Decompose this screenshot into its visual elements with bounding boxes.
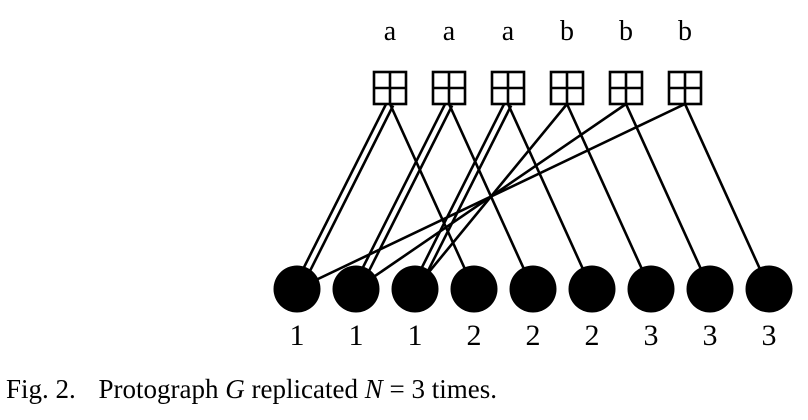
- check-node-label: a: [384, 16, 397, 47]
- check-node: [549, 70, 585, 106]
- variable-node-label: 2: [526, 319, 541, 352]
- variable-node: [627, 265, 675, 313]
- variable-node-label: 3: [762, 319, 777, 352]
- edge-check1-var4: [388, 103, 476, 290]
- edge-check3-var3: [410, 101, 507, 289]
- variable-node: [745, 265, 793, 313]
- check-node: [490, 70, 526, 106]
- edge-check3-var6: [506, 103, 594, 290]
- variable-node-label: 1: [408, 319, 423, 352]
- figure-caption: Fig. 2. Protograph G replicated N = 3 ti…: [6, 374, 497, 405]
- caption-symbol-n: N: [364, 374, 383, 404]
- check-node: [667, 70, 703, 106]
- variable-node: [450, 265, 498, 313]
- caption-symbol-g: G: [225, 374, 245, 404]
- caption-text-after: times.: [431, 374, 497, 404]
- variable-node-label: 3: [644, 319, 659, 352]
- caption-text-before: Protograph: [98, 374, 219, 404]
- variable-node: [509, 265, 557, 313]
- check-node-label: b: [619, 16, 633, 47]
- variable-node: [568, 265, 616, 313]
- edge-check2-var2: [351, 101, 448, 289]
- check-node-label: a: [443, 16, 456, 47]
- variable-nodes-layer: [273, 265, 793, 313]
- check-node: [608, 70, 644, 106]
- check-nodes-layer: [372, 70, 703, 106]
- variable-node-label: 1: [349, 319, 364, 352]
- edge-check5-var8: [624, 103, 712, 290]
- variable-node: [332, 265, 380, 313]
- edge-check2-var2: [357, 104, 454, 292]
- variable-node-labels: 1 1 1 2 2 2 3 3 3: [290, 319, 777, 352]
- caption-label: Fig. 2.: [6, 374, 76, 404]
- edge-check1-var1: [298, 104, 395, 292]
- check-node-label: b: [678, 16, 692, 47]
- caption-text-middle: replicated: [251, 374, 358, 404]
- edge-check6-var1: [296, 102, 686, 291]
- check-node-label: b: [560, 16, 574, 47]
- variable-node: [273, 265, 321, 313]
- protograph-figure: a a a b b b 1 1 1 2 2 2 3 3 3: [273, 16, 793, 352]
- variable-node-label: 1: [290, 319, 305, 352]
- variable-node: [391, 265, 439, 313]
- check-node: [372, 70, 408, 106]
- caption-equals: =: [389, 374, 405, 404]
- edge-check6-var9: [683, 103, 771, 290]
- caption-number: 3: [411, 374, 425, 404]
- variable-node-label: 2: [467, 319, 482, 352]
- edges-layer: [292, 101, 771, 292]
- edge-check1-var1: [292, 101, 389, 289]
- variable-node-label: 3: [703, 319, 718, 352]
- edge-check3-var3: [416, 104, 513, 292]
- variable-node: [686, 265, 734, 313]
- variable-node-label: 2: [585, 319, 600, 352]
- check-node-label: a: [502, 16, 515, 47]
- check-node: [431, 70, 467, 106]
